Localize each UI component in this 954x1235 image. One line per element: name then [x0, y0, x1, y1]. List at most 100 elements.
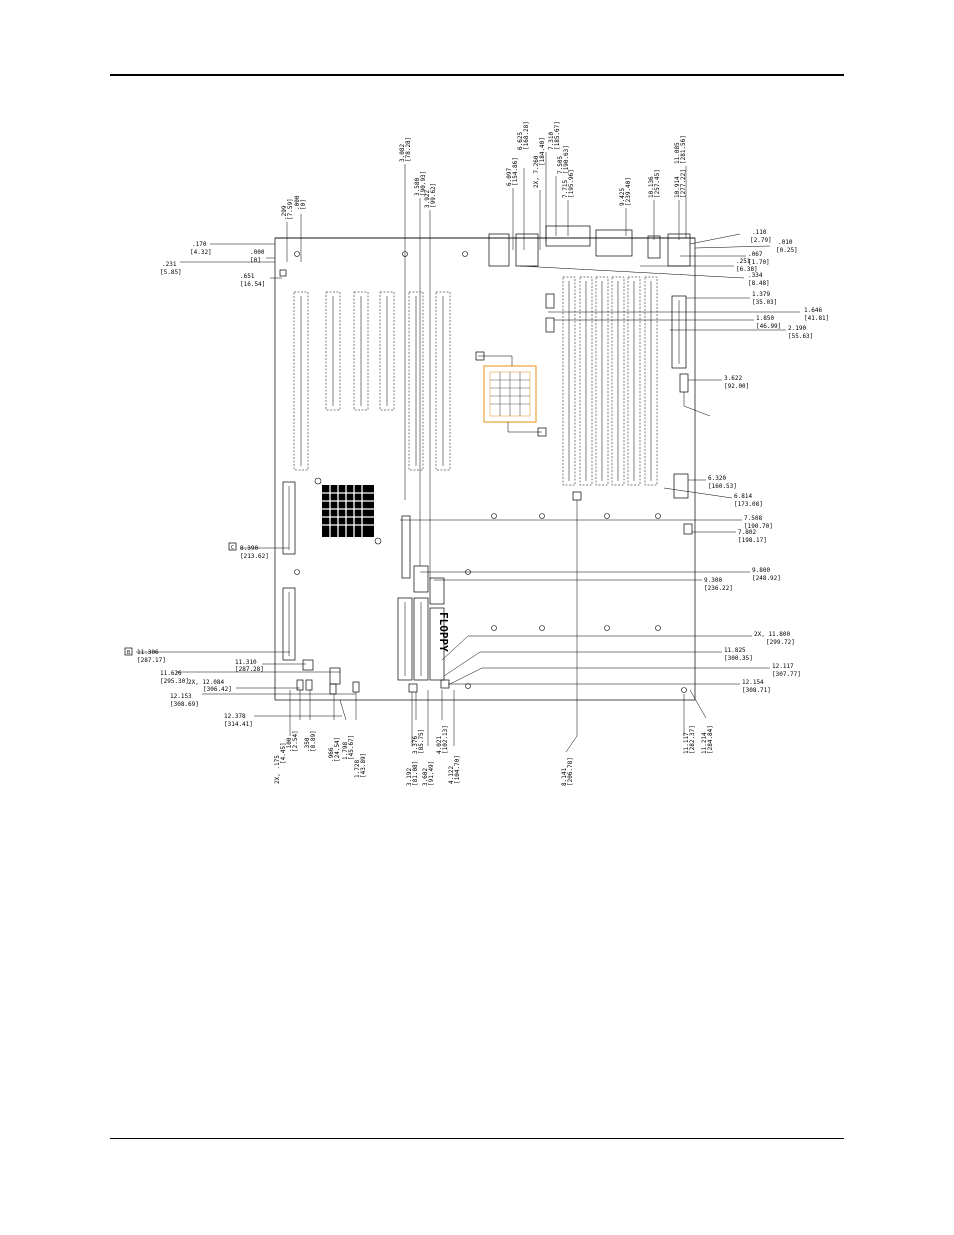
dim-label: [236.22]	[704, 585, 733, 592]
dim-label: 11.306	[137, 649, 159, 656]
dim-label: 4.021	[436, 736, 443, 754]
dim-label: [173.08]	[734, 501, 763, 508]
heatsink	[314, 477, 382, 545]
dim-label: 8.390	[240, 545, 258, 552]
dim-label: [248.92]	[752, 575, 781, 582]
dim-label: [198.17]	[738, 537, 767, 544]
dim-label: [4.45]	[280, 742, 287, 764]
dim-label: 7.310	[548, 132, 555, 150]
dim-label: 3.602	[422, 768, 429, 786]
dim-label: .231	[162, 261, 177, 268]
mounting-holes	[294, 251, 687, 693]
dim-label: [5.85]	[160, 269, 182, 276]
dim-label: 2X, .175	[274, 755, 281, 784]
dim-label: .966	[328, 747, 335, 762]
dim-label: 8.141	[561, 768, 568, 786]
dim-label: [154.86]	[512, 157, 519, 186]
dim-label: [1.70]	[748, 259, 770, 266]
rear-io-connectors	[488, 225, 691, 333]
dim-label: 11.085	[674, 142, 681, 164]
dim-label: 6.097	[506, 168, 513, 186]
dim-label: 6.320	[708, 475, 726, 482]
dim-label: [8.89]	[310, 730, 317, 752]
dim-label: [45.67]	[348, 735, 355, 760]
dim-label: 9.425	[619, 188, 626, 206]
dim-label: [6.38]	[736, 266, 758, 273]
dim-label: .100	[286, 737, 293, 752]
top-dimension-labels: .299 [7.59] .000 [0] 3.082 [78.28] 3.580…	[281, 121, 687, 220]
dim-label: [2.54]	[292, 730, 299, 752]
dim-label: 2X, 7.260	[533, 155, 540, 188]
dim-label: [282.37]	[689, 725, 696, 754]
dim-label: .350	[304, 737, 311, 752]
dim-label: .170	[192, 241, 207, 248]
dim-label: [7.59]	[287, 198, 294, 220]
marker-letter: C	[231, 545, 234, 551]
dim-label: [295.30]	[160, 678, 189, 685]
dim-label: 1.379	[752, 291, 770, 298]
cpu-socket	[475, 351, 547, 437]
dim-label: [91.49]	[428, 761, 435, 786]
dim-label: [287.28]	[235, 666, 264, 673]
dim-label: .000	[250, 249, 265, 256]
dim-label: [99.62]	[430, 183, 437, 208]
dim-label: [92.00]	[724, 383, 749, 390]
dimension-lines	[136, 152, 800, 753]
dim-label: [287.17]	[137, 657, 166, 664]
dim-label: 11.214	[701, 732, 708, 754]
dim-label: 6.625	[517, 132, 524, 150]
dim-label: 3.922	[424, 190, 431, 208]
dim-label: 7.802	[738, 529, 756, 536]
memory-slots	[562, 276, 658, 486]
dim-label: 1.798	[342, 742, 349, 760]
left-connectors	[279, 269, 360, 695]
dim-label: 7.715	[562, 180, 569, 198]
dim-label: [46.99]	[756, 323, 781, 330]
dim-label: .251	[736, 258, 751, 265]
dim-label: [281.56]	[680, 135, 687, 164]
dim-label: [24.54]	[334, 737, 341, 762]
dim-label: 6.814	[734, 493, 752, 500]
dim-label: .000	[294, 195, 301, 210]
right-connectors	[671, 295, 693, 535]
dim-label: .010	[778, 239, 793, 246]
dim-label: [41.81]	[804, 315, 829, 322]
dim-label: [307.77]	[772, 671, 801, 678]
dim-label: 11.626	[160, 670, 182, 677]
dim-label: 2.190	[788, 325, 806, 332]
dim-label: .651	[240, 273, 255, 280]
dim-label: 9.300	[704, 577, 722, 584]
dim-label: [104.70]	[454, 755, 461, 784]
dim-label: [195.96]	[568, 169, 575, 198]
board-outline	[274, 237, 696, 701]
dim-label: 7.508	[744, 515, 762, 522]
dim-label: 12.154	[742, 679, 764, 686]
marker-box	[124, 647, 133, 656]
dim-label: [306.42]	[203, 686, 232, 693]
dim-label: 12.117	[772, 663, 794, 670]
dim-label: 1.850	[756, 315, 774, 322]
dim-label: 11.310	[235, 659, 257, 666]
dim-label: [213.62]	[240, 553, 269, 560]
dim-label: [81.08]	[412, 761, 419, 786]
dim-label: 9.800	[752, 567, 770, 574]
dim-label: 3.192	[406, 768, 413, 786]
dim-label: .299	[281, 205, 288, 220]
bottom-dimension-labels: 2X, .175 [4.45] .100 [2.54] .350 [8.89] …	[274, 725, 714, 786]
dim-label: 11.117	[683, 732, 690, 754]
dim-label: .067	[748, 251, 763, 258]
dim-label: 7.505	[557, 156, 564, 174]
dim-label: .110	[752, 229, 767, 236]
dim-label: [85.75]	[418, 729, 425, 754]
dim-label: [239.40]	[625, 177, 632, 206]
dim-label: [314.41]	[224, 721, 253, 728]
dim-label: 10.914	[674, 176, 681, 198]
dim-label: [284.84]	[707, 725, 714, 754]
dim-label: 12.378	[224, 713, 246, 720]
dim-label: 2X, 12.084	[188, 679, 225, 686]
dim-label: 3.082	[399, 144, 406, 162]
dim-label: [0]	[300, 199, 307, 210]
dim-label: [257.45]	[654, 169, 661, 198]
dim-label: 2X, 11.800	[754, 631, 791, 638]
dim-label: 3.622	[724, 375, 742, 382]
